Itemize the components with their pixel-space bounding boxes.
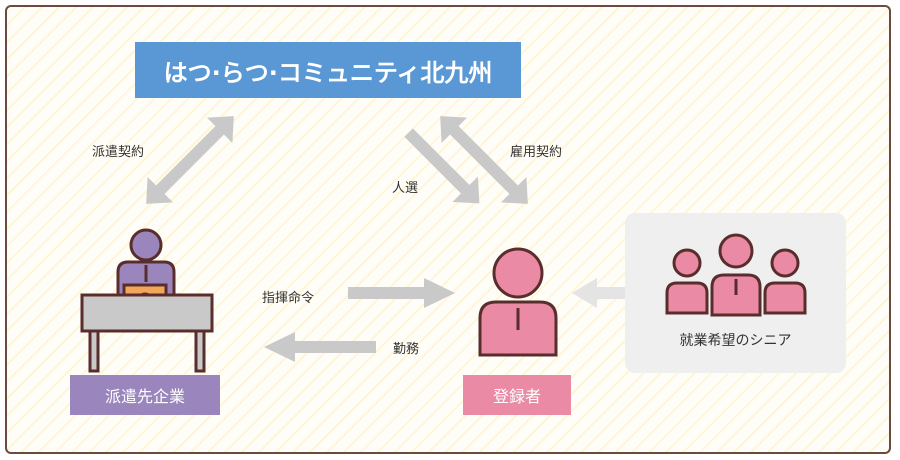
senior-group-icon [665,233,807,317]
registrant-person-icon [478,247,558,357]
haken-keiyaku-arrow [146,116,234,204]
jinsen-arrow [404,128,480,204]
kinmu-label: 勤務 [393,342,420,357]
shiki-meirei-label: 指揮命令 [262,291,315,306]
kinmu-arrow [264,332,376,362]
senior-label: 就業希望のシニア [679,333,792,349]
haken-keiyaku-label: 派遣契約 [92,145,145,160]
koyo-keiyaku-arrow [440,116,528,204]
koyo-keiyaku-label: 雇用契約 [510,145,563,160]
haken-saki-box: 派遣先企業 [70,375,220,415]
arrows [146,116,528,362]
shiki-meirei-arrow [348,278,455,308]
senior-panel [625,213,846,373]
tourokusha-box: 登録者 [463,375,571,415]
senior-arrow [572,278,626,308]
jinsen-label: 人選 [392,181,419,196]
org-title: はつ·らつ·コミュニティ北九州 [135,42,521,98]
company-person-icon [80,228,214,373]
